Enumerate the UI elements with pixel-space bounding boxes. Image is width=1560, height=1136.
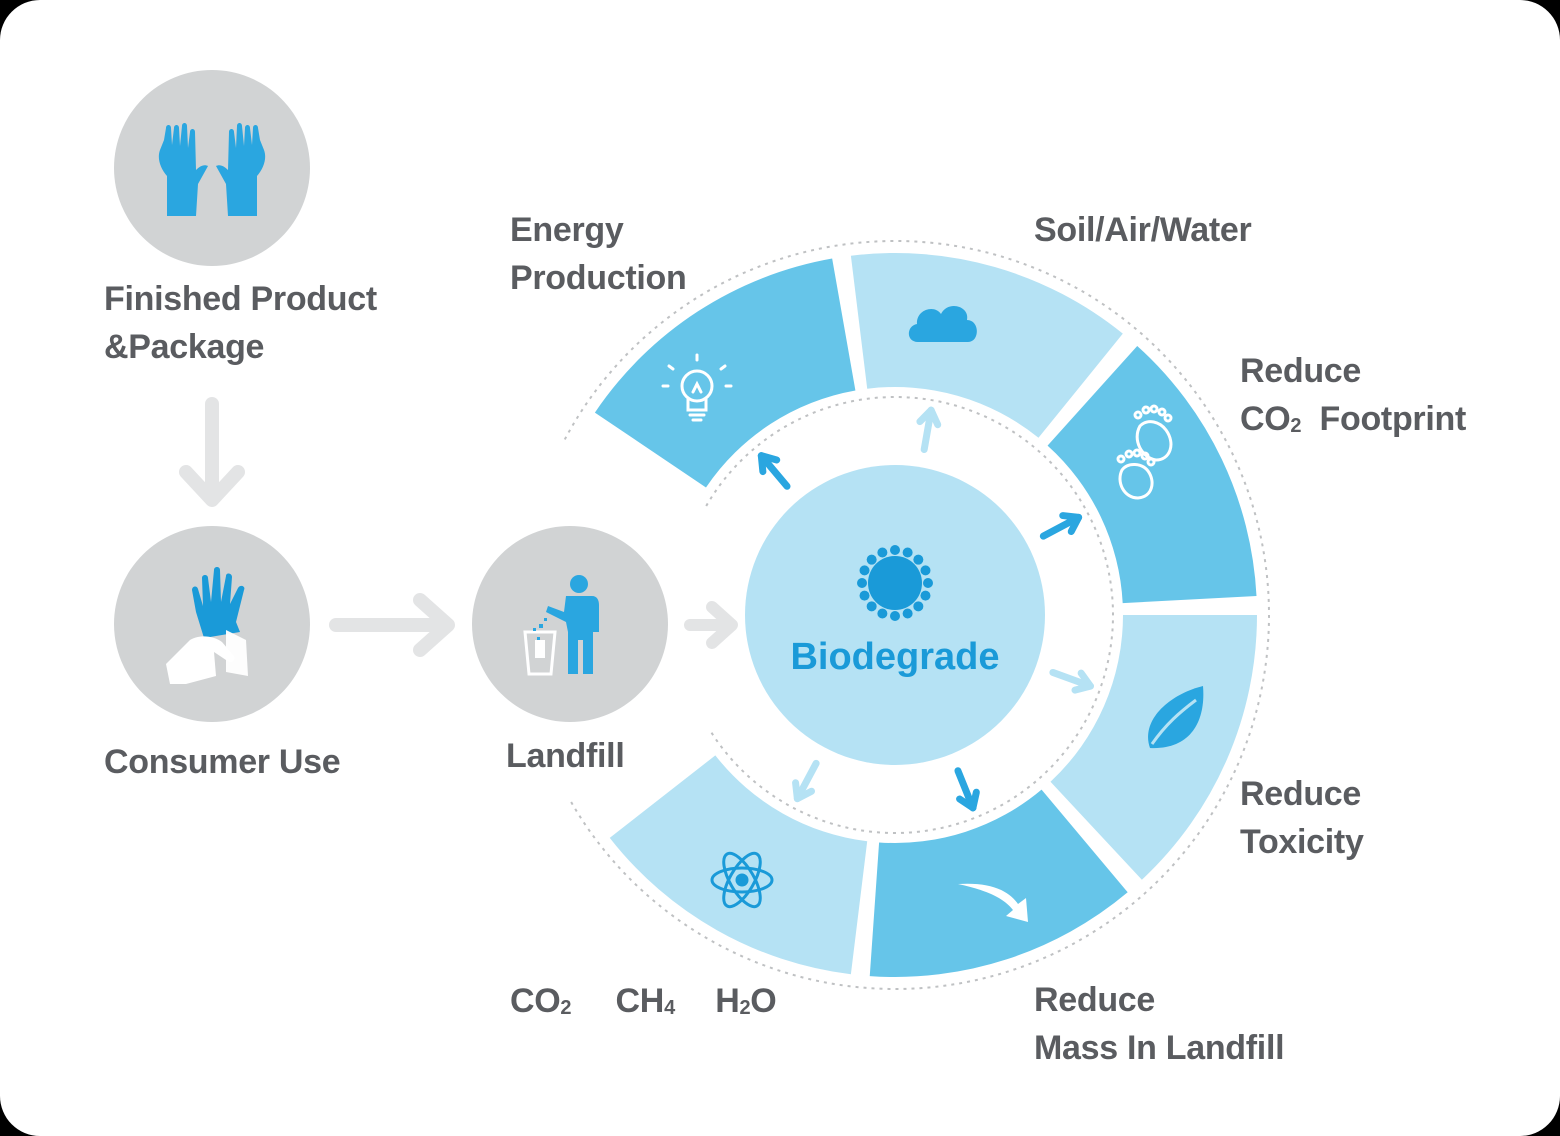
radial-arrow-2 [916, 406, 942, 454]
ring-dashed-outline [563, 240, 1270, 990]
co2-main: CO [1240, 400, 1291, 438]
microbe-spike [877, 547, 888, 558]
co2-sub: 2 [1290, 415, 1302, 437]
lightbulb-icon [661, 353, 733, 422]
ring-segment-1 [594, 258, 856, 488]
ring-segment-2 [850, 252, 1123, 438]
microbe-spike [857, 578, 867, 588]
microbe-spike [920, 565, 931, 576]
soil-air-water-label: Soil/Air/Water [1034, 211, 1252, 249]
reduce-co2-line1: Reduce [1240, 352, 1362, 390]
microbe-spike [859, 565, 870, 576]
footprint-text: Footprint [1319, 400, 1467, 438]
gas-co2: CO [510, 982, 561, 1020]
landfill-label: Landfill [506, 737, 625, 775]
consumer-use-label: Consumer Use [104, 743, 341, 781]
flow-arrows [179, 397, 738, 657]
gloves-icon [158, 123, 266, 216]
finished-product-line2: &Package [104, 328, 265, 366]
reduce-toxicity-label: Reduce Toxicity [1240, 770, 1364, 866]
reduce-mass-label: Reduce Mass In Landfill [1034, 976, 1285, 1072]
curved-arrow-icon [958, 883, 1028, 922]
arrow-down [179, 397, 245, 507]
microbe-spike [866, 554, 877, 565]
radial-arrows [757, 406, 1094, 812]
arrow-right-landfill-biodegrade [684, 601, 738, 649]
gas-ch4-sub: 4 [664, 997, 675, 1019]
microbe-spike [890, 611, 900, 621]
finished-product-line1: Finished Product [104, 280, 377, 318]
reduce-co2-footprint-label: Reduce CO2 Footprint [1240, 347, 1466, 448]
radial-arrow-3 [1039, 512, 1083, 540]
mass-line2: Mass In Landfill [1034, 1029, 1285, 1067]
gas-ch4: CH [615, 982, 665, 1020]
gas-co2-sub: 2 [560, 997, 572, 1019]
gas-o: O [750, 982, 777, 1020]
radial-arrow-4 [1049, 668, 1094, 694]
finished-product-circle [114, 70, 310, 266]
radial-arrow-5 [954, 767, 980, 812]
toxicity-line1: Reduce [1240, 775, 1362, 813]
microbe-spike [913, 554, 924, 565]
toxicity-line2: Toxicity [1240, 823, 1364, 861]
person-trash-icon [523, 575, 599, 676]
radial-arrow-1 [757, 452, 791, 490]
atom-icon [710, 851, 774, 909]
gas-h: H [715, 982, 740, 1020]
footprints-icon [1116, 404, 1173, 500]
gases-label: CO2 CH4 H2O [510, 977, 777, 1030]
microbe-spike [890, 545, 900, 555]
outer-dashed-arc [563, 240, 1270, 990]
energy-production-label: Energy Production [510, 206, 687, 302]
energy-line1: Energy [510, 211, 624, 249]
reduce-co2-line2: CO2 Footprint [1240, 395, 1466, 448]
microbe-spike [866, 601, 877, 612]
radial-arrow-6 [792, 759, 820, 803]
microbe-spike [902, 608, 913, 619]
microbe-spike [920, 590, 931, 601]
microbe-spike [902, 547, 913, 558]
inner-dashed-arc [705, 396, 1114, 834]
cloud-icon [908, 306, 977, 342]
leaf-icon [1148, 686, 1204, 749]
energy-line2: Production [510, 259, 687, 297]
arrow-right-consumer-landfill [329, 593, 455, 657]
microbe-spike [913, 601, 924, 612]
gas-h2-sub: 2 [739, 997, 751, 1019]
ring-segment-3 [1047, 345, 1257, 604]
microbe-spike [923, 578, 933, 588]
ring-segment-5 [869, 789, 1128, 977]
microbe-icon [857, 545, 933, 621]
finished-product-label: Finished Product &Package [104, 275, 377, 371]
mass-line1: Reduce [1034, 981, 1156, 1019]
microbe-spike [877, 608, 888, 619]
hand-glove-icon [166, 567, 248, 684]
microbe-spike [859, 590, 870, 601]
biodegrade-label: Biodegrade [790, 636, 1000, 678]
